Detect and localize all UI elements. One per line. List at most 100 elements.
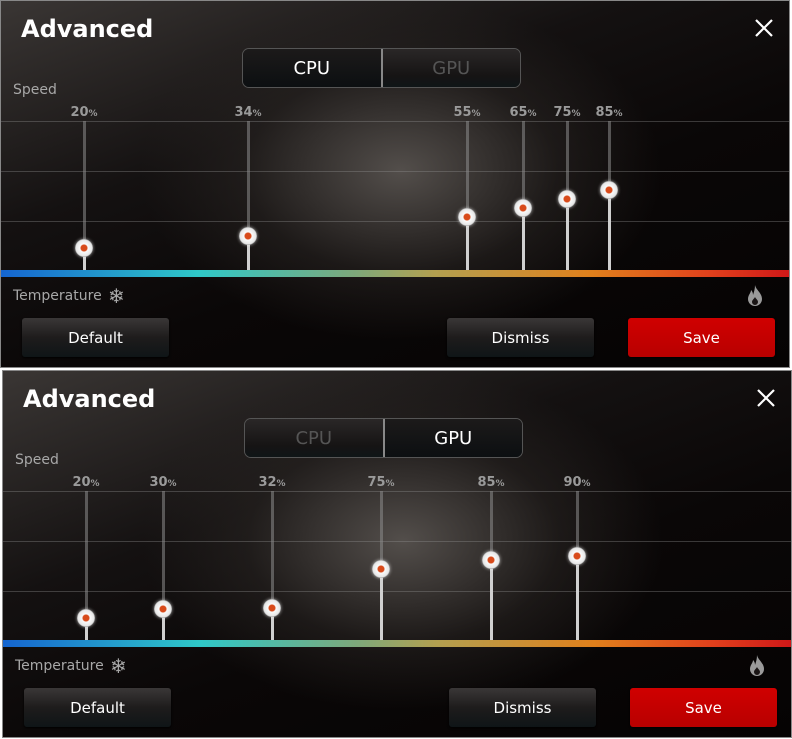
slider-fill [271,608,274,641]
slider-track [522,121,525,271]
speed-point-handle[interactable] [263,599,281,617]
speed-unit: % [527,109,537,119]
speed-value: 90 [563,475,582,490]
speed-point-label: 20% [72,475,99,490]
save-button[interactable]: Save [630,688,777,727]
slider-track [271,491,274,641]
snowflake-icon: ❄ [108,284,125,308]
speed-point-label: 34% [234,105,261,120]
flame-icon [748,285,762,306]
speed-unit: % [88,109,98,119]
slider-fill [566,199,569,271]
speed-point-label: 20% [70,105,97,120]
speed-value: 85 [595,105,614,120]
temperature-axis-label: Temperature [15,658,104,674]
speed-value: 30 [149,475,168,490]
tab-cpu[interactable]: CPU [243,49,381,87]
speed-point-label: 90% [563,475,590,490]
speed-unit: % [385,479,395,489]
speed-axis-label: Speed [15,452,59,468]
speed-point-handle[interactable] [239,227,257,245]
slider-fill [247,236,250,271]
speed-point-handle[interactable] [372,560,390,578]
temperature-gradient-bar [3,640,791,647]
grid-line [1,121,789,122]
speed-value: 34 [234,105,253,120]
speed-point-label: 65% [509,105,536,120]
speed-point-handle[interactable] [568,547,586,565]
dismiss-button[interactable]: Dismiss [447,318,594,357]
tab-gpu[interactable]: GPU [382,419,522,457]
slider-track [466,121,469,271]
speed-point-handle[interactable] [75,239,93,257]
speed-value: 75 [553,105,572,120]
speed-value: 65 [509,105,528,120]
speed-point-label: 75% [553,105,580,120]
slider-track [247,121,250,271]
slider-fill [522,208,525,271]
speed-axis-label: Speed [13,82,57,98]
slider-fill [576,556,579,641]
grid-line [3,541,791,542]
speed-unit: % [495,479,505,489]
speed-point-label: 75% [367,475,394,490]
speed-value: 20 [70,105,89,120]
slider-fill [380,569,383,641]
slider-track [83,121,86,271]
panel-title: Advanced [21,15,154,43]
slider-fill [83,248,86,271]
speed-unit: % [571,109,581,119]
slider-fill [85,618,88,641]
speed-unit: % [276,479,286,489]
speed-point-handle[interactable] [514,199,532,217]
speed-point-label: 85% [477,475,504,490]
temperature-gradient-bar [1,270,789,277]
speed-unit: % [90,479,100,489]
panel-title: Advanced [23,385,156,413]
slider-fill [162,609,165,641]
speed-unit: % [167,479,177,489]
tab-gpu[interactable]: GPU [380,49,520,87]
speed-unit: % [613,109,623,119]
grid-line [3,591,791,592]
save-button[interactable]: Save [628,318,775,357]
tab-cpu[interactable]: CPU [245,419,383,457]
grid-line [3,491,791,492]
speed-point-handle[interactable] [154,600,172,618]
speed-point-handle[interactable] [458,208,476,226]
close-icon[interactable] [753,17,775,39]
grid-line [1,221,789,222]
speed-value: 75 [367,475,386,490]
speed-value: 85 [477,475,496,490]
slider-track [162,491,165,641]
dismiss-button[interactable]: Dismiss [449,688,596,727]
speed-unit: % [471,109,481,119]
slider-fill [608,190,611,271]
speed-unit: % [252,109,262,119]
speed-unit: % [581,479,591,489]
speed-point-handle[interactable] [77,609,95,627]
default-button[interactable]: Default [24,688,171,727]
speed-point-label: 32% [258,475,285,490]
slider-fill [466,217,469,271]
speed-point-handle[interactable] [482,551,500,569]
speed-point-handle[interactable] [600,181,618,199]
speed-point-handle[interactable] [558,190,576,208]
speed-value: 32 [258,475,277,490]
slider-track [85,491,88,641]
speed-point-label: 55% [453,105,480,120]
close-icon[interactable] [755,387,777,409]
speed-value: 20 [72,475,91,490]
grid-line [1,171,789,172]
speed-point-label: 85% [595,105,622,120]
temperature-axis-label: Temperature [13,288,102,304]
slider-fill [490,560,493,641]
flame-icon [750,655,764,676]
default-button[interactable]: Default [22,318,169,357]
speed-point-label: 30% [149,475,176,490]
snowflake-icon: ❄ [110,654,127,678]
